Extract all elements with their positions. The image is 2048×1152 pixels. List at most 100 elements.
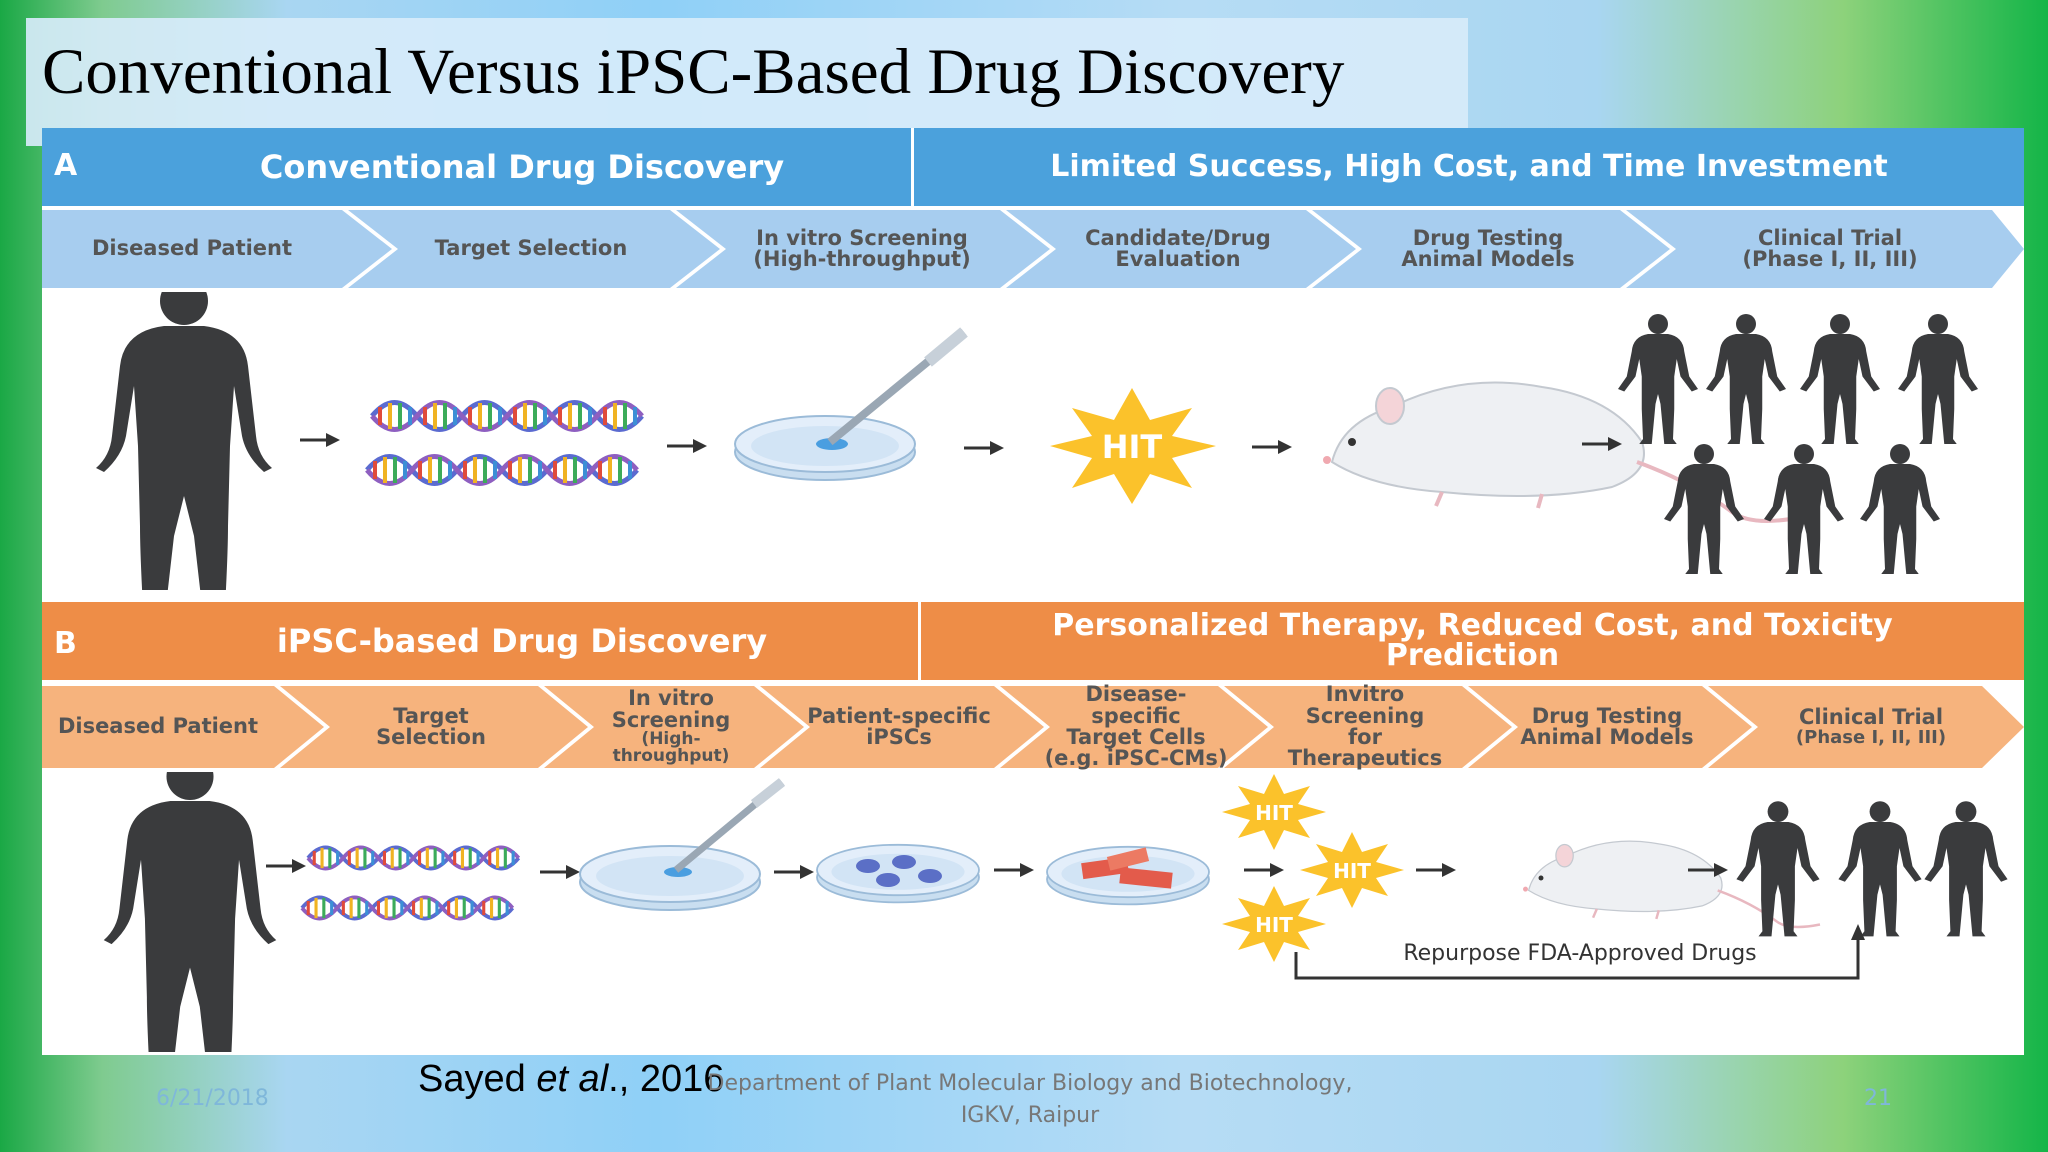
step-text: Evaluation (1115, 247, 1241, 271)
flow-arrow (264, 857, 308, 875)
panel-b-subtitle: Personalized Therapy, Reduced Cost, and … (921, 602, 2024, 680)
step-chevron (1000, 686, 1268, 768)
citation-etal: et al (536, 1058, 609, 1100)
panel-b-step-6: Invitro Screening for Therapeutics (1268, 683, 1462, 771)
step-chevron (760, 686, 1044, 768)
petri-dish-icon (734, 327, 968, 481)
step-text: Patient-specific (807, 703, 991, 728)
step-text: (High-throughput) (753, 247, 971, 271)
panel-b-steps: Diseased Patient Target Selection In vit… (42, 682, 2024, 771)
drug-discovery-figure: A Conventional Drug Discovery Limited Su… (42, 128, 2024, 1055)
step-text: Target (393, 703, 469, 728)
panel-a-letter: A (54, 148, 78, 183)
step-chevron (1006, 210, 1356, 288)
hit-star-icon: HIT (1222, 886, 1326, 962)
flow-arrow (665, 437, 709, 455)
hit-label: HIT (1255, 801, 1293, 825)
panel-b-step-5: Disease-specific Target Cells (e.g. iPSC… (1044, 682, 1228, 771)
panel-a-step-5: Drug Testing Animal Models (1356, 210, 1620, 288)
step-text: Diseased Patient (57, 714, 259, 739)
step-chevron (1312, 210, 1670, 288)
panel-a-step-1: Diseased Patient (42, 210, 342, 288)
flow-arrow (1250, 438, 1294, 456)
dna-helix-icon (372, 403, 642, 430)
step-text: Drug Testing (1531, 703, 1683, 728)
footer-department-line: IGKV, Raipur (960, 1102, 1100, 1128)
panel-b-step-7: Drug Testing Animal Models (1512, 686, 1702, 768)
step-text: Target Selection (434, 236, 628, 261)
citation-author: Sayed (418, 1058, 537, 1100)
panel-a-step-chevrons (42, 210, 2024, 288)
panel-b-step-8: Clinical Trial (Phase I, II, III) (1752, 686, 1990, 768)
panel-a-title: Conventional Drug Discovery (259, 148, 785, 186)
clinical-trial-people-icon (1736, 801, 2008, 937)
step-text: Screening (1305, 703, 1425, 728)
panel-b-step-3: In vitro Screening (High-throughput) (588, 686, 754, 768)
citation: Sayed et al., 2016 (418, 1058, 724, 1101)
step-text: (High-throughput) (612, 729, 730, 767)
footer-department: Department of Plant Molecular Biology an… (700, 1068, 1360, 1132)
hit-star-icon: HIT (1300, 832, 1404, 908)
panel-a-step-4: Candidate/Drug Evaluation (1050, 210, 1306, 288)
footer-page-number: 21 (1864, 1086, 1892, 1111)
subtitle-line: Personalized Therapy, Reduced Cost, and … (1052, 608, 1893, 643)
panel-a-step-3: In vitro Screening (High-throughput) (720, 210, 1004, 288)
flow-arrow (1414, 861, 1458, 879)
hit-label: HIT (1333, 859, 1371, 883)
step-chevron (348, 210, 720, 288)
step-text: Drug Testing (1412, 225, 1564, 250)
footer-date: 6/21/2018 (156, 1086, 269, 1111)
dna-helix-icon (367, 457, 637, 484)
step-text: Animal Models (1401, 247, 1575, 271)
panel-b-header: B iPSC-based Drug Discovery Personalized… (42, 602, 2024, 680)
step-chevron (1224, 686, 1512, 768)
panel-b-step-2: Target Selection (324, 686, 538, 768)
step-chevron (1708, 686, 2024, 768)
citation-year: ., 2016 (608, 1058, 725, 1100)
step-chevron (280, 686, 588, 768)
panel-a-step-6: Clinical Trial (Phase I, II, III) (1670, 210, 1990, 288)
flow-arrow (1242, 861, 1286, 879)
panel-a-subtitle: Limited Success, High Cost, and Time Inv… (1050, 149, 1888, 184)
dna-helix-icon (306, 845, 521, 871)
step-text: In vitro (628, 686, 714, 711)
step-text: (Phase I, II, III) (1742, 247, 1918, 271)
step-text: Diseased Patient (91, 236, 293, 261)
footer-department-line: Department of Plant Molecular Biology an… (707, 1071, 1353, 1096)
subtitle-line: Prediction (1385, 638, 1560, 673)
step-text: Therapeutics (1287, 746, 1443, 771)
step-chevron (42, 686, 324, 768)
panel-b-step-4: Patient-specific iPSCs (804, 686, 994, 768)
panel-b-step-chevrons (42, 686, 2024, 768)
panel-a-illustrations: HIT (96, 292, 1978, 590)
step-chevron (42, 210, 392, 288)
step-text: Candidate/Drug (1085, 225, 1271, 250)
panel-b-step-1: Diseased Patient (42, 686, 274, 768)
panel-a-steps: Diseased Patient Target Selection In vit… (42, 210, 2024, 288)
repurpose-label: Repurpose FDA-Approved Drugs (1403, 941, 1756, 966)
step-chevron (676, 210, 1050, 288)
slide-title: Conventional Versus iPSC-Based Drug Disc… (42, 36, 1345, 108)
panel-b-letter: B (54, 626, 77, 661)
step-chevron (544, 686, 804, 768)
step-text: Screening (611, 707, 731, 732)
panel-a-step-2: Target Selection (392, 210, 670, 288)
step-text: Target Cells (1066, 725, 1206, 749)
flow-arrow (992, 861, 1036, 879)
panel-b-title: iPSC-based Drug Discovery (276, 622, 768, 660)
step-text: iPSCs (866, 725, 932, 749)
step-chevron (1468, 686, 1752, 768)
hit-star-icon: HIT (1222, 774, 1326, 850)
ipsc-dish-icon (816, 843, 980, 904)
step-text: Disease-specific (1085, 682, 1187, 728)
step-text: (Phase I, II, III) (1795, 726, 1947, 748)
target-cells-dish-icon (1046, 845, 1210, 906)
step-text: Clinical Trial (1798, 705, 1944, 730)
repurpose-arrow (1294, 924, 1865, 980)
panel-a-header: A Conventional Drug Discovery Limited Su… (42, 128, 2024, 206)
step-text: Animal Models (1520, 725, 1694, 749)
step-chevron (1626, 210, 2024, 288)
step-text: (e.g. iPSC-CMs) (1044, 746, 1228, 771)
step-text: for (1348, 725, 1382, 749)
diseased-patient-figure (96, 292, 272, 590)
